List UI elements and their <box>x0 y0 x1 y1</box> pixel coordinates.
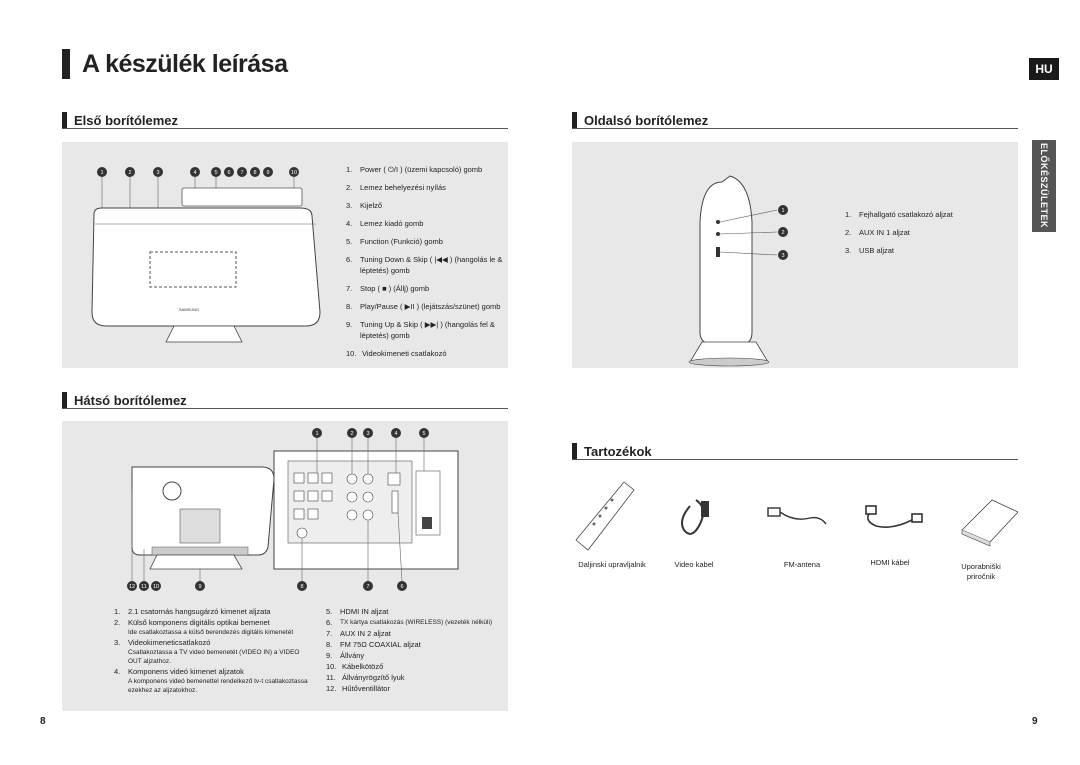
section-side-tab: ELŐKÉSZÜLETEK <box>1032 140 1056 232</box>
front-callout-3-number: 3 <box>156 170 159 176</box>
front-heading: Első borítólemez <box>62 111 178 129</box>
back-callout-5-number: 5 <box>422 431 425 437</box>
front-callout-6-number: 6 <box>227 170 230 176</box>
back-callout-2 <box>347 428 357 438</box>
back-callout-9-number: 9 <box>198 584 201 590</box>
front-legend: 1.Power ( ⏻/I ) (üzemi kapcsoló) gomb 2.… <box>346 165 503 358</box>
back-callout-4 <box>391 428 401 438</box>
accessory-label-hdmi-cable: HDMI kábel <box>870 558 910 567</box>
front-callout-10-number: 10 <box>291 170 297 176</box>
front-callout-1-number: 1 <box>100 170 103 176</box>
side-device-body <box>699 175 753 345</box>
back-legend-right: 5.HDMI IN aljzat 6.TX kártya csatlakozás… <box>326 607 493 693</box>
front-callout-9 <box>263 167 273 177</box>
front-callout-3 <box>153 167 163 177</box>
back-callout-7 <box>363 581 373 591</box>
back-callout-1-number: 1 <box>315 431 318 437</box>
back-callout-3-number: 3 <box>366 431 369 437</box>
front-control-strip <box>181 187 303 207</box>
user-manual-image <box>961 499 1018 547</box>
front-callout-7 <box>237 167 247 177</box>
back-callout-2-number: 2 <box>350 431 353 437</box>
accessories-heading: Tartozékok <box>572 442 652 460</box>
front-device-body <box>91 207 321 327</box>
back-heading: Hátsó borítólemez <box>62 391 187 409</box>
accessories-rule <box>572 459 1018 460</box>
video-cable-image <box>681 499 709 535</box>
usb-port <box>716 247 720 257</box>
side-rule <box>572 128 1018 129</box>
back-callout-8 <box>297 581 307 591</box>
back-callout-12-number: 12 <box>129 584 135 590</box>
back-callout-7-number: 7 <box>366 584 369 590</box>
front-callout-8-number: 8 <box>253 170 256 176</box>
back-callout-8-number: 8 <box>300 584 303 590</box>
accessory-label-fm-antenna: FM-antena <box>783 560 821 569</box>
back-rule <box>62 408 508 409</box>
back-callout-12 <box>127 581 137 591</box>
front-callout-4 <box>190 167 200 177</box>
page-title: A készülék leírása <box>62 48 288 80</box>
back-callout-11-number: 11 <box>141 584 147 590</box>
side-legend: 1.Fejhallgató csatlakozó aljzat 2.AUX IN… <box>845 210 953 255</box>
back-callout-10-number: 10 <box>153 584 159 590</box>
side-callout-2 <box>778 227 788 237</box>
front-brand-logo: SAMSUNG <box>179 307 199 312</box>
side-callout-3 <box>778 250 788 260</box>
side-callout-1-number: 1 <box>781 208 784 214</box>
back-callout-10 <box>151 581 161 591</box>
front-callout-4-number: 4 <box>193 170 196 176</box>
back-callout-3 <box>363 428 373 438</box>
front-rule <box>62 128 508 129</box>
back-legend-left: 1.2.1 csatornás hangsugárzó kimenet aljz… <box>114 607 308 694</box>
side-device-drawing: 1 2 3 <box>688 175 788 367</box>
front-display-area <box>149 251 237 288</box>
side-callout-2-number: 2 <box>781 230 784 236</box>
front-callout-5-number: 5 <box>214 170 217 176</box>
title-bar <box>62 49 70 79</box>
front-device-drawing: 1 2 3 4 5 6 7 8 9 10 SAMSUNG <box>91 167 321 343</box>
back-callout-4-number: 4 <box>394 431 397 437</box>
front-callout-5 <box>211 167 221 177</box>
language-badge: HU <box>1029 58 1059 80</box>
front-callout-10 <box>289 167 299 177</box>
back-stand <box>149 554 243 570</box>
hdmi-cable-image <box>865 505 923 528</box>
accessories-drawing <box>575 481 1018 551</box>
cooling-fan <box>162 481 182 501</box>
front-callout-6 <box>224 167 234 177</box>
side-heading: Oldalsó borítólemez <box>572 111 708 129</box>
side-panel-box <box>572 142 1018 368</box>
remote-control-image <box>575 481 635 551</box>
front-callout-1 <box>97 167 107 177</box>
back-callout-6-number: 6 <box>400 584 403 590</box>
front-stand <box>165 325 243 343</box>
front-callout-2-number: 2 <box>128 170 131 176</box>
back-callout-6 <box>397 581 407 591</box>
back-callout-9 <box>195 581 205 591</box>
page-number-right: 9 <box>1032 716 1038 727</box>
back-callout-11 <box>139 581 149 591</box>
accessory-label-remote: Daljinski upravljalnik <box>578 560 646 569</box>
back-callout-5 <box>419 428 429 438</box>
accessory-label-video-cable: Video kabel <box>674 560 714 569</box>
aux-jack <box>716 232 720 236</box>
side-callout-3-number: 3 <box>781 253 784 259</box>
page-number-left: 8 <box>40 716 46 727</box>
front-callout-2 <box>125 167 135 177</box>
back-connector-block <box>179 508 221 544</box>
front-callout-9-number: 9 <box>266 170 269 176</box>
fm-antenna-image <box>767 507 827 525</box>
front-callout-8 <box>250 167 260 177</box>
accessory-label-manual: Uporabniški priročnik <box>961 562 1001 581</box>
back-callout-1 <box>312 428 322 438</box>
headphone-jack <box>716 220 720 224</box>
front-callout-7-number: 7 <box>240 170 243 176</box>
side-callout-1 <box>778 205 788 215</box>
